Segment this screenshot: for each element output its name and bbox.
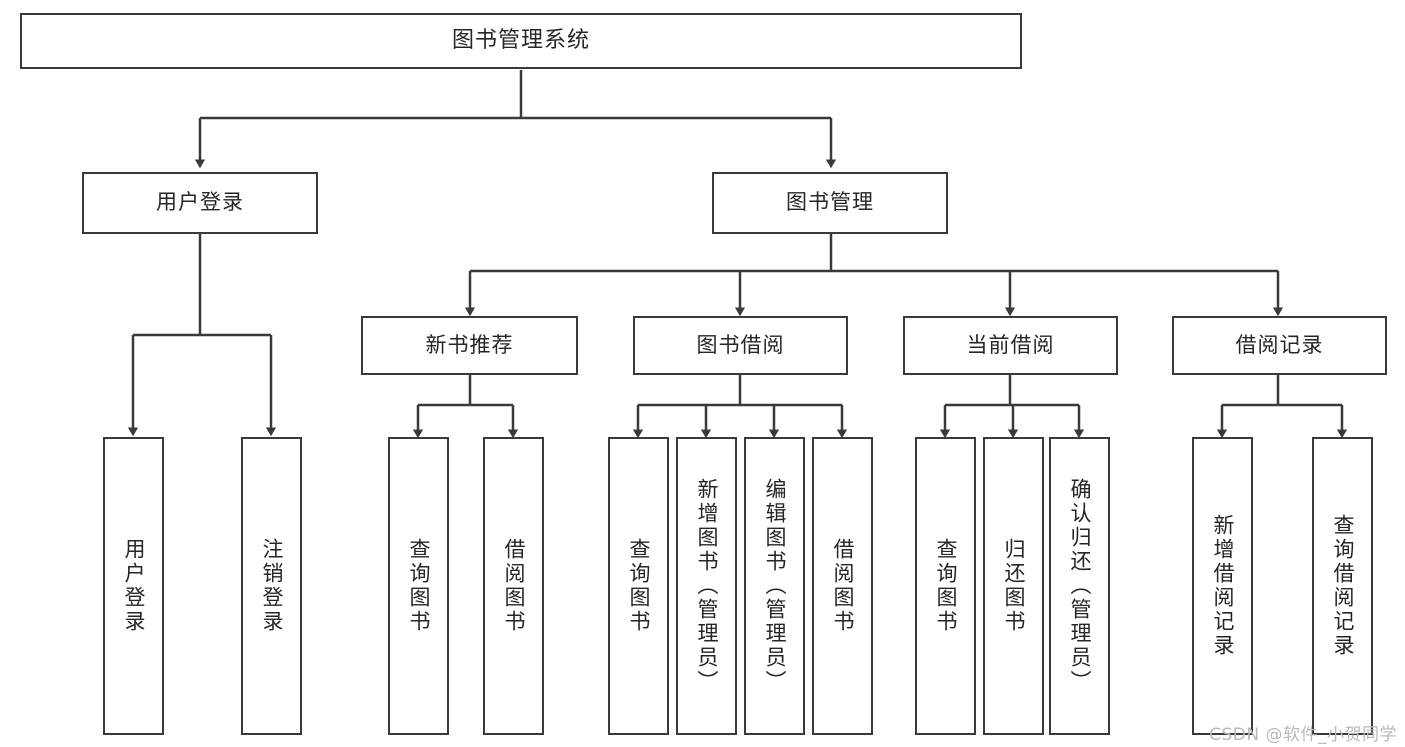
leaf-label: 新增借阅记录 xyxy=(1211,514,1235,658)
node-book-borrow[interactable]: 图书借阅 xyxy=(633,316,848,375)
node-label: 当前借阅 xyxy=(966,332,1055,357)
leaf-borrow-record-add-record[interactable]: 新增借阅记录 xyxy=(1192,437,1253,735)
leaf-user-login-signin[interactable]: 用户登录 xyxy=(103,437,164,735)
leaf-label: 查询图书 xyxy=(627,538,651,634)
leaf-label: 注销登录 xyxy=(260,538,284,634)
node-borrow-record[interactable]: 借阅记录 xyxy=(1172,316,1387,375)
leaf-book-borrow-borrow-book[interactable]: 借阅图书 xyxy=(812,437,873,735)
leaf-label: 借阅图书 xyxy=(831,538,855,634)
node-label: 图书管理 xyxy=(786,190,874,215)
leaf-current-borrow-confirm-return-admin[interactable]: 确认归还（管理员） xyxy=(1049,437,1110,735)
csdn-watermark: CSDN @软件_小贺同学 xyxy=(1209,725,1397,745)
leaf-label: 归还图书 xyxy=(1002,538,1026,634)
node-label: 图书管理系统 xyxy=(451,27,590,53)
node-book-management[interactable]: 图书管理 xyxy=(712,172,948,234)
leaf-borrow-record-query-record[interactable]: 查询借阅记录 xyxy=(1312,437,1373,735)
leaf-label: 查询图书 xyxy=(934,538,958,634)
leaf-label: 确认归还（管理员） xyxy=(1068,478,1092,694)
leaf-label: 借阅图书 xyxy=(502,538,526,634)
node-label: 图书借阅 xyxy=(696,332,785,357)
node-label: 用户登录 xyxy=(156,190,244,215)
node-root-library-system[interactable]: 图书管理系统 xyxy=(20,13,1022,69)
leaf-book-borrow-query-book[interactable]: 查询图书 xyxy=(608,437,669,735)
node-current-borrow[interactable]: 当前借阅 xyxy=(903,316,1118,375)
leaf-label: 新增图书（管理员） xyxy=(695,478,719,694)
node-label: 借阅记录 xyxy=(1235,332,1324,357)
leaf-label: 查询图书 xyxy=(407,538,431,634)
node-new-book-recommend[interactable]: 新书推荐 xyxy=(361,316,578,375)
leaf-label: 编辑图书（管理员） xyxy=(763,478,787,694)
leaf-label: 查询借阅记录 xyxy=(1331,514,1355,658)
node-label: 新书推荐 xyxy=(425,332,514,357)
leaf-book-borrow-edit-book-admin[interactable]: 编辑图书（管理员） xyxy=(744,437,805,735)
leaf-new-book-borrow-book[interactable]: 借阅图书 xyxy=(483,437,544,735)
node-user-login[interactable]: 用户登录 xyxy=(82,172,318,234)
leaf-new-book-query-book[interactable]: 查询图书 xyxy=(388,437,449,735)
leaf-current-borrow-query-book[interactable]: 查询图书 xyxy=(915,437,976,735)
leaf-user-login-signout[interactable]: 注销登录 xyxy=(241,437,302,735)
leaf-current-borrow-return-book[interactable]: 归还图书 xyxy=(983,437,1044,735)
leaf-book-borrow-add-book-admin[interactable]: 新增图书（管理员） xyxy=(676,437,737,735)
leaf-label: 用户登录 xyxy=(122,538,146,634)
